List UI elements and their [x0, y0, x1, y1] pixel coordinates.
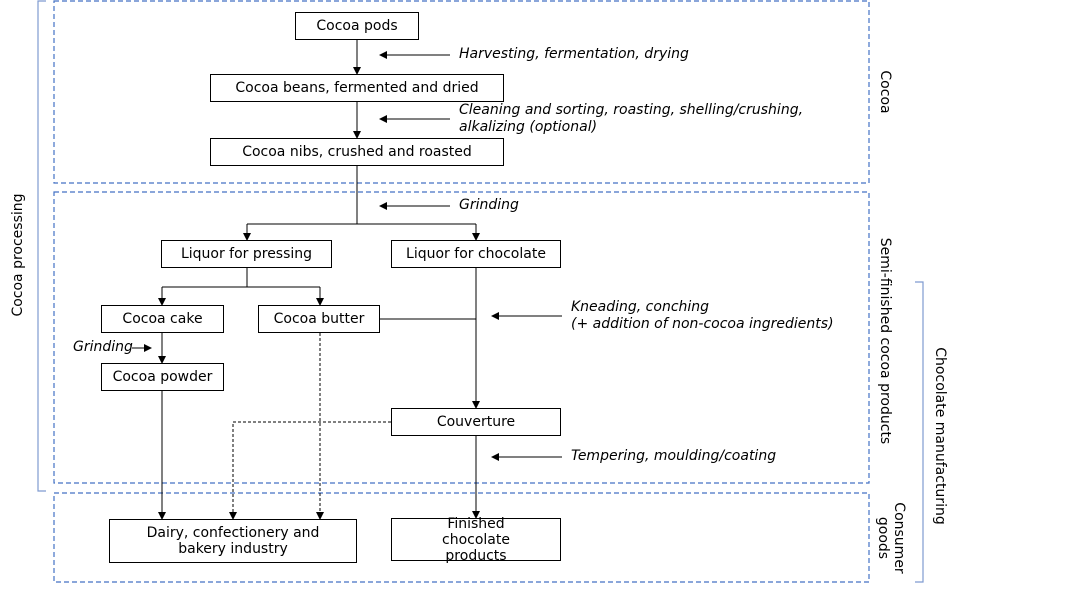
section-consumer-goods-frame — [53, 492, 870, 583]
cocoa-processing-bracket — [37, 0, 46, 492]
grinding-main-step: Grinding — [459, 197, 519, 213]
dairy-industry-box: Dairy, confectionery and bakery industry — [109, 519, 357, 563]
section-cocoa-text: Cocoa — [877, 70, 893, 114]
cleaning-step-line1: Cleaning and sorting, roasting, shelling… — [459, 102, 804, 118]
couverture-to-industry-dashed-arrow — [229, 421, 391, 520]
kneading-step-line2: (+ addition of non-cocoa ingredients) — [571, 316, 834, 332]
section-semi-finished-frame — [53, 191, 870, 484]
nibs-split-line — [247, 166, 358, 225]
cocoa-nibs-box: Cocoa nibs, crushed and roasted — [210, 138, 504, 166]
chocolate-manufacturing-text: Chocolate manufacturing — [932, 347, 948, 525]
section-cocoa-frame — [53, 0, 870, 184]
cleaning-step-line2: alkalizing (optional) — [459, 119, 598, 135]
cocoa-powder-box: Cocoa powder — [101, 363, 224, 391]
cocoa-beans-box: Cocoa beans, fermented and dried — [210, 74, 504, 102]
harvesting-step: Harvesting, fermentation, drying — [459, 46, 689, 62]
section-consumer-goods-text: Consumer goods — [875, 488, 907, 588]
tempering-step: Tempering, moulding/coating — [571, 448, 777, 464]
pressing-split-line — [162, 268, 248, 288]
consumer-goods-line2: goods — [875, 516, 891, 560]
grinding-cake-step: Grinding — [73, 339, 133, 355]
section-semi-finished-text: Semi-finished cocoa products — [877, 237, 893, 445]
chocolate-manufacturing-bracket — [915, 281, 924, 583]
cocoa-cake-box: Cocoa cake — [101, 305, 224, 333]
cocoa-butter-box: Cocoa butter — [258, 305, 380, 333]
liquor-for-chocolate-box: Liquor for chocolate — [391, 240, 561, 268]
consumer-goods-line1: Consumer — [891, 502, 907, 574]
kneading-step-line1: Kneading, conching — [571, 299, 710, 315]
finished-chocolate-box: Finished chocolate products — [391, 516, 561, 564]
cocoa-processing-text: Cocoa processing — [10, 193, 26, 317]
couverture-box: Couverture — [391, 408, 561, 436]
liquor-for-pressing-box: Liquor for pressing — [161, 240, 332, 268]
cocoa-pods-box: Cocoa pods — [295, 12, 419, 40]
